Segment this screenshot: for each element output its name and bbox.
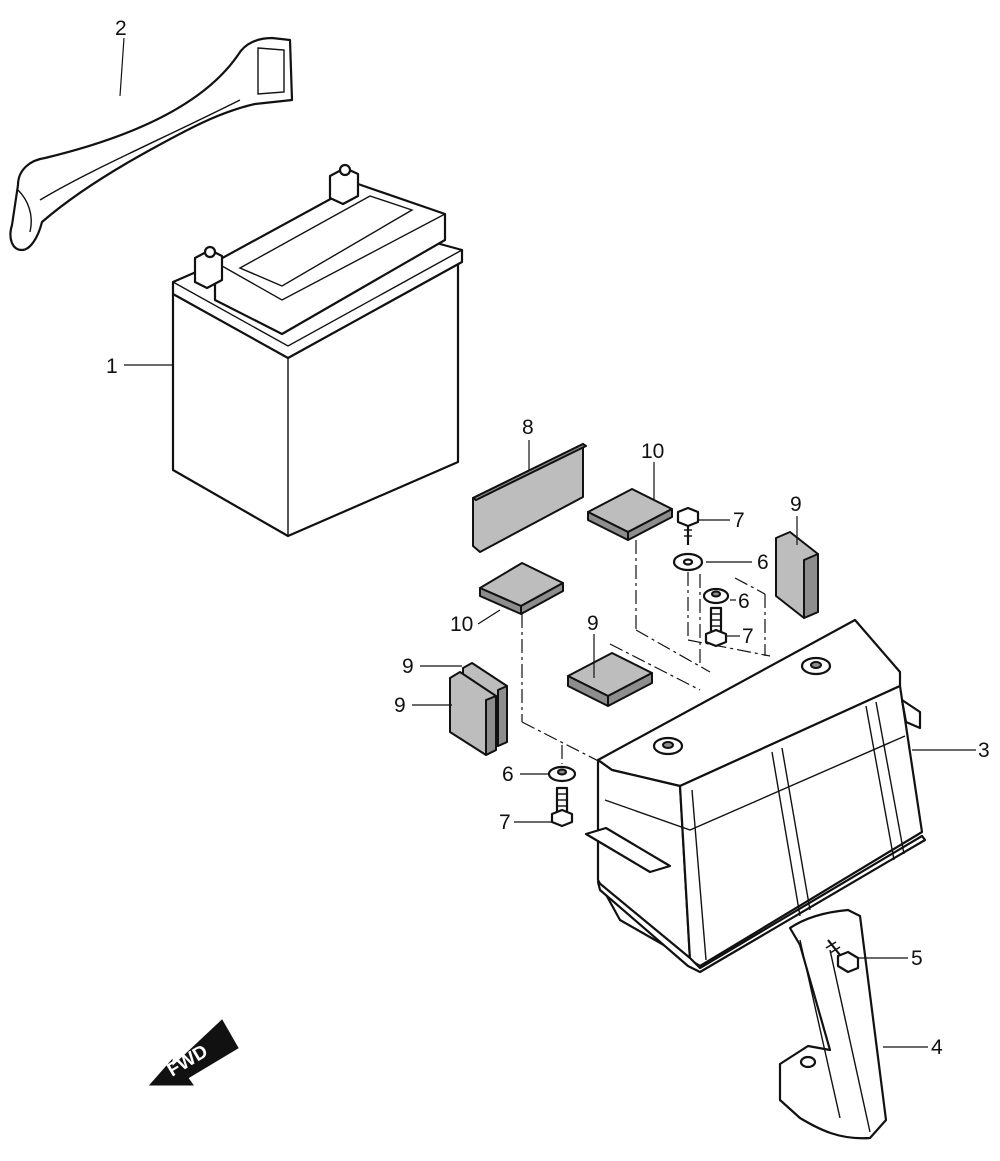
callout-9-stack-lower: 9: [394, 694, 406, 717]
fwd-arrow-icon: FWD: [148, 1019, 239, 1086]
pad-9-stack: [449, 662, 508, 756]
bracket: [778, 908, 888, 1140]
callout-7-lower: 7: [499, 811, 511, 834]
callout-8: 8: [522, 416, 534, 439]
washer-6-upper: [672, 552, 704, 572]
bracket-bolt: [825, 939, 860, 974]
callout-5: 5: [911, 947, 923, 970]
pad-10-lower: [479, 562, 564, 615]
pad-10-upper: [587, 488, 673, 541]
leader-lines: [119, 37, 976, 1048]
washer-6-lower: [547, 765, 577, 783]
callout-1: 1: [106, 355, 118, 378]
battery-case: [584, 618, 927, 974]
pad-9-right: [775, 531, 819, 619]
callout-2: 2: [115, 17, 127, 40]
callout-10-upper: 10: [641, 440, 664, 463]
battery: [171, 163, 464, 538]
battery-strap: [9, 36, 294, 252]
callout-6-upper: 6: [757, 551, 769, 574]
callout-labels: 1 2 3 4 5 6 6 6 7 7 7 8 9 9 9 9 10 10: [106, 17, 990, 1059]
bolt-7-upper: [676, 506, 700, 545]
callout-4: 4: [931, 1036, 943, 1059]
washer-6-mid: [702, 587, 730, 605]
callout-10-lower: 10: [450, 613, 473, 636]
callout-7-upper: 7: [733, 509, 745, 532]
callout-7-mid: 7: [742, 625, 754, 648]
bolt-7-mid: [704, 606, 728, 648]
callout-6-mid: 6: [738, 590, 750, 613]
callout-3: 3: [978, 739, 990, 762]
callout-9-center: 9: [587, 612, 599, 635]
pad-8: [472, 443, 587, 553]
bolt-7-lower: [550, 786, 574, 828]
callout-9-stack-upper: 9: [402, 655, 414, 678]
assembly-lines: [521, 540, 771, 773]
callout-9-right: 9: [790, 493, 802, 516]
pad-9-center: [567, 652, 653, 707]
callout-6-lower: 6: [502, 763, 514, 786]
